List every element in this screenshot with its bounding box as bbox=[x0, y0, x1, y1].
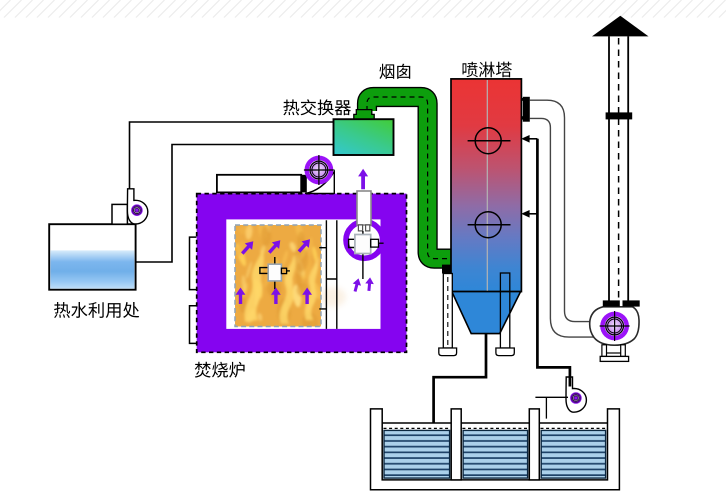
flow-arrow bbox=[267, 240, 281, 254]
flow-arrow bbox=[365, 277, 374, 292]
exhaust-stack bbox=[592, 15, 649, 301]
tank-basin bbox=[369, 408, 621, 491]
tower-legs bbox=[438, 264, 515, 357]
baffle-partition bbox=[319, 220, 338, 329]
incinerator bbox=[188, 190, 408, 354]
flow-arrow bbox=[358, 168, 369, 190]
hot-water-tank bbox=[48, 223, 137, 291]
induced-draft-fan bbox=[588, 300, 640, 363]
heat-exchanger bbox=[332, 108, 395, 156]
flue-gas-duct bbox=[356, 86, 452, 269]
blower-casing bbox=[304, 168, 335, 195]
circulation-pump bbox=[535, 376, 588, 419]
primary-burner bbox=[259, 257, 290, 290]
duct-centerline bbox=[366, 96, 452, 260]
combustion-air-duct bbox=[215, 173, 307, 194]
pump-impeller bbox=[570, 392, 582, 404]
flow-arrow bbox=[240, 241, 254, 255]
heat-exchanger-nozzle bbox=[353, 108, 375, 120]
label-incinerator bbox=[194, 361, 245, 378]
stack-flange bbox=[605, 112, 633, 120]
pump-impeller bbox=[131, 204, 143, 216]
fan-impeller bbox=[303, 155, 334, 185]
stack-cap bbox=[592, 15, 649, 37]
tank-water bbox=[383, 429, 451, 479]
tower-hopper bbox=[450, 290, 522, 335]
top-hatch-border bbox=[0, 0, 726, 18]
side-openings bbox=[188, 236, 197, 345]
label-spray-tower bbox=[462, 61, 512, 78]
flow-arrow bbox=[297, 239, 310, 253]
hopper-drain-pipe bbox=[432, 333, 488, 423]
flow-arrow bbox=[352, 278, 362, 292]
tower-outlet-duct bbox=[529, 99, 595, 338]
flow-arrow bbox=[235, 287, 246, 304]
gas-outlet-connector bbox=[520, 96, 530, 122]
flow-arrowhead bbox=[521, 210, 530, 218]
spray-tower bbox=[450, 78, 530, 335]
feed-pump bbox=[111, 188, 149, 225]
smoke-smudge bbox=[320, 287, 346, 307]
combustion-air-blower bbox=[303, 155, 335, 195]
secondary-burner bbox=[347, 231, 384, 279]
flow-arrow bbox=[302, 287, 312, 304]
water-tanks bbox=[369, 408, 621, 491]
hot-water-pipes bbox=[128, 121, 334, 263]
tank-water bbox=[540, 429, 607, 479]
tank-divider bbox=[528, 408, 541, 481]
pump-suction-line bbox=[535, 396, 568, 419]
pipe-return bbox=[135, 143, 334, 263]
flow-arrowhead bbox=[521, 135, 530, 143]
leg-foot bbox=[495, 347, 515, 357]
tank-water bbox=[462, 429, 529, 479]
flue-exit-duct bbox=[356, 190, 372, 232]
tank-divider bbox=[450, 408, 462, 481]
flow-arrow bbox=[271, 287, 281, 304]
fan-stand bbox=[599, 344, 630, 363]
label-heat-exchanger bbox=[283, 99, 351, 116]
hot-water-level bbox=[50, 250, 135, 289]
spray-nozzles bbox=[467, 126, 511, 239]
leg-foot bbox=[438, 347, 458, 357]
label-flue-duct bbox=[379, 63, 411, 79]
pipe-supply bbox=[128, 121, 334, 189]
fan-impeller bbox=[599, 311, 630, 341]
